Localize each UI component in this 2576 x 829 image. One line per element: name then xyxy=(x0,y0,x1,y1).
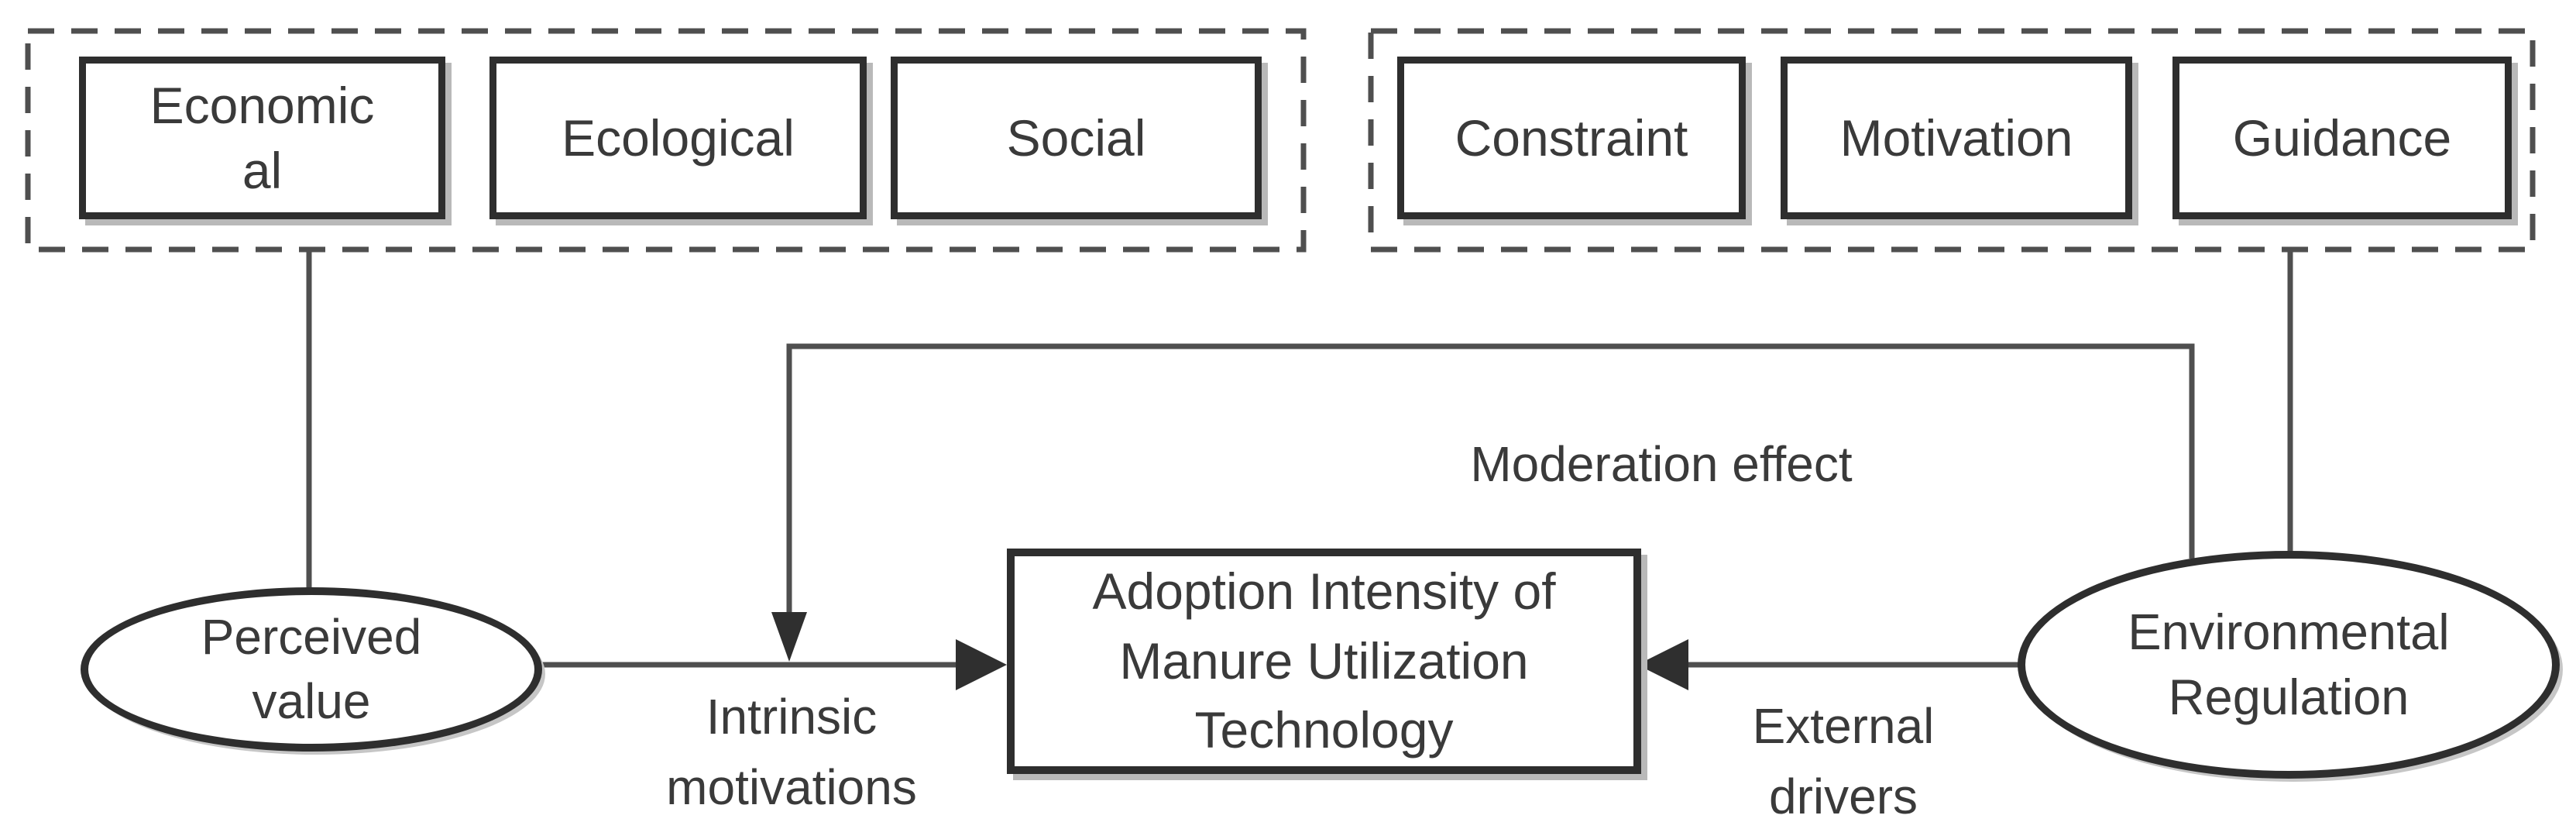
ellipse-environmental-regulation: Environmental Regulation xyxy=(2018,551,2560,779)
box-economical: Economic al xyxy=(79,57,445,219)
box-motivation: Motivation xyxy=(1781,57,2132,219)
box-constraint: Constraint xyxy=(1397,57,1746,219)
label-intrinsic-motivations: Intrinsic motivations xyxy=(666,689,917,815)
label-external-drivers: External drivers xyxy=(1752,698,1935,824)
box-social: Social xyxy=(891,57,1262,219)
label-moderation-effect: Moderation effect xyxy=(1470,436,1853,492)
box-ecological: Ecological xyxy=(489,57,867,219)
dashed-group-perceived-dimensions xyxy=(25,28,1307,253)
arrow-right-head-icon xyxy=(956,639,1007,690)
arrow-down-head-icon xyxy=(771,612,807,662)
dashed-group-regulation-dimensions xyxy=(1368,28,2536,253)
box-guidance: Guidance xyxy=(2172,57,2512,219)
arrow-moderation-effect-path xyxy=(786,343,2195,615)
ellipse-perceived-value: Perceived value xyxy=(81,587,542,752)
arrow-left-head-icon xyxy=(1637,639,1688,690)
box-adoption-intensity: Adoption Intensity of Manure Utilization… xyxy=(1007,549,1641,774)
